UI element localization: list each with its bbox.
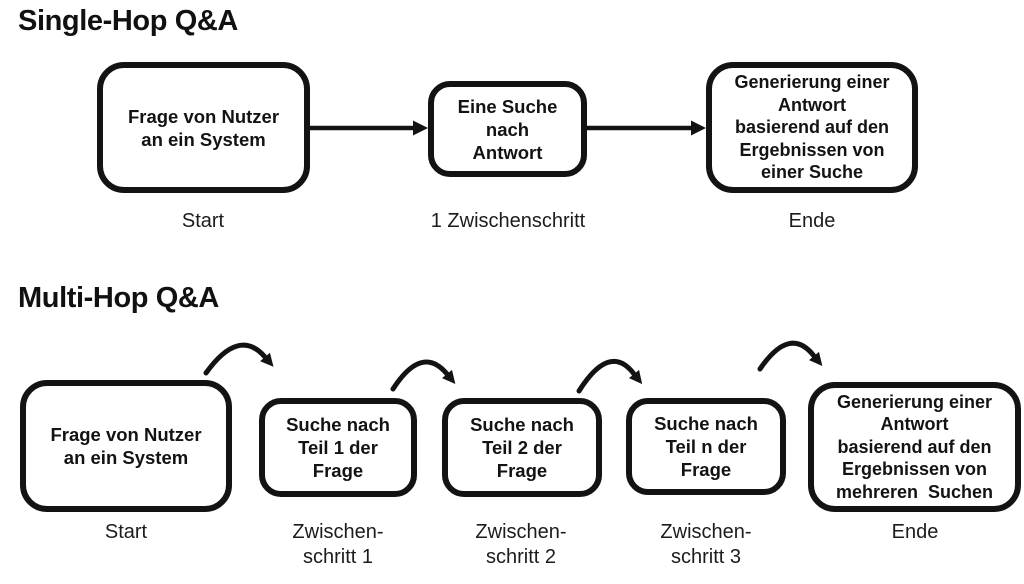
multi-hop-node-answer: Generierung einer Antwort basierend auf …: [808, 382, 1021, 512]
single-hop-section-title: Single-Hop Q&A: [18, 5, 238, 37]
multi-hop-node-search-n: Suche nach Teil n der Frage: [626, 398, 786, 495]
multi-hop-label-start: Start: [104, 521, 148, 543]
multi-hop-node-search-1: Suche nach Teil 1 der Frage: [259, 398, 417, 497]
multi-hop-label-end: Ende: [891, 521, 939, 543]
multi-hop-label-step-3: Zwischen- schritt 3: [660, 521, 752, 568]
single-hop-node-search: Eine Suche nach Antwort: [428, 81, 587, 177]
node-text: Suche nach Teil 1 der Frage: [286, 414, 390, 481]
node-text: Frage von Nutzer an ein System: [127, 105, 280, 150]
hop-arc-arrow-icon: [203, 340, 823, 394]
multi-hop-label-step-2: Zwischen- schritt 2: [475, 521, 567, 568]
node-text: Eine Suche nach Antwort: [457, 95, 558, 163]
single-hop-node-start: Frage von Nutzer an ein System: [97, 62, 310, 193]
multi-hop-section-title: Multi-Hop Q&A: [18, 282, 219, 314]
single-hop-node-answer: Generierung einer Antwort basierend auf …: [706, 62, 918, 193]
multi-hop-node-start: Frage von Nutzer an ein System: [20, 380, 232, 512]
node-text: Suche nach Teil 2 der Frage: [470, 414, 574, 481]
node-text: Generierung einer Antwort basierend auf …: [734, 72, 890, 183]
single-hop-label-start: Start: [181, 210, 225, 232]
multi-hop-label-step-1: Zwischen- schritt 1: [292, 521, 384, 568]
multi-hop-node-search-2: Suche nach Teil 2 der Frage: [442, 398, 602, 497]
node-text: Generierung einer Antwort basierend auf …: [835, 391, 994, 502]
node-text: Suche nach Teil n der Frage: [654, 413, 758, 480]
single-hop-label-end: Ende: [788, 210, 836, 232]
node-text: Frage von Nutzer an ein System: [50, 424, 202, 468]
single-hop-label-step: 1 Zwischenschritt: [430, 210, 586, 232]
